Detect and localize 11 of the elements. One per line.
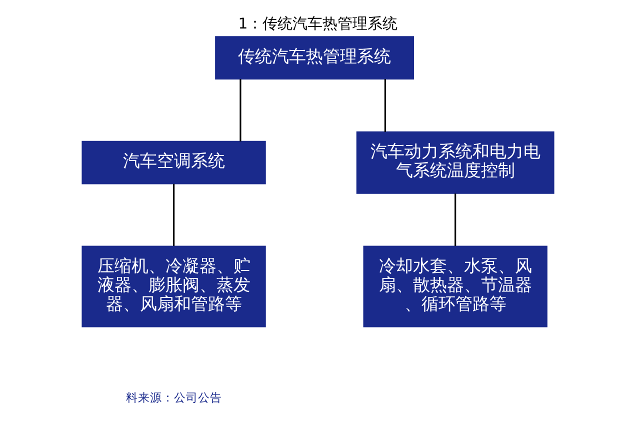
diagram-title: 1：传统汽车热管理系统 (238, 15, 398, 32)
connector (384, 79, 386, 132)
caption: 料来源：公司公告 (125, 390, 222, 405)
node-box: 汽车动力系统和电力电气系统温度控制 (356, 131, 554, 194)
node-box: 汽车空调系统 (81, 140, 266, 184)
node-box: 传统汽车热管理系统 (214, 36, 414, 80)
connector (239, 79, 241, 142)
node-box: 冷却水套、水泵、风扇、散热器、节温器、循环管路等 (362, 246, 547, 328)
connector (454, 194, 456, 246)
connector (172, 184, 174, 246)
node-box: 压缩机、冷凝器、贮液器、膨胀阀、蒸发器、风扇和管路等 (81, 246, 266, 328)
